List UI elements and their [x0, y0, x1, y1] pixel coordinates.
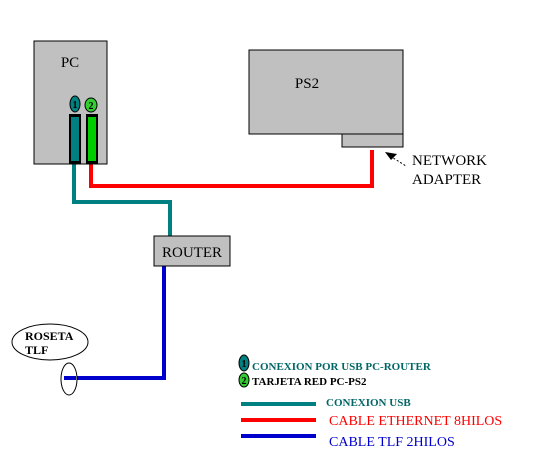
ethernet-cable-pc-ps2 [89, 150, 374, 188]
network-adapter-label: NETWORK ADAPTER [412, 153, 491, 188]
legend-usb-badge-icon [238, 354, 250, 372]
router-box: ROUTER [153, 235, 231, 267]
network-adapter-pointer [385, 152, 407, 167]
legend-usb-badge-number: 1 [242, 359, 247, 370]
roseta-label-line1: ROSETA [25, 329, 74, 343]
legend-item-lan-text: TARJETA RED PC-PS2 [252, 376, 367, 388]
ps2-label: PS2 [295, 76, 319, 92]
ps2-network-adapter [341, 133, 404, 148]
pc-box: PC 1 2 [33, 40, 108, 165]
legend-item-lan: 2 TARJETA RED PC-PS2 [238, 372, 367, 388]
lan-port-badge: 2 [84, 97, 98, 113]
arrow-icon [385, 152, 397, 160]
legend-line-ethernet-text: CABLE ETHERNET 8HILOS [329, 414, 502, 429]
usb-cable-pc-router [72, 163, 172, 238]
router-label: ROUTER [162, 245, 222, 261]
roseta-bubble: ROSETA TLF [11, 323, 89, 361]
legend: 1 CONEXION POR USB PC-ROUTER 2 TARJETA R… [238, 354, 502, 450]
legend-line-ethernet: CABLE ETHERNET 8HILOS [241, 414, 502, 429]
usb-port-badge: 1 [69, 95, 81, 113]
usb-port-badge-number: 1 [73, 100, 78, 111]
network-adapter-label-line2: ADAPTER [412, 172, 481, 188]
legend-lan-badge-number: 2 [242, 376, 247, 387]
legend-line-phone: CABLE TLF 2HILOS [241, 434, 455, 450]
lan-port-badge-number: 2 [89, 101, 94, 112]
legend-line-usb: CONEXION USB [241, 397, 411, 409]
legend-item-usb: 1 CONEXION POR USB PC-ROUTER [238, 354, 432, 373]
legend-lan-badge-icon [238, 372, 250, 388]
legend-line-phone-text: CABLE TLF 2HILOS [329, 435, 455, 450]
roseta-label: ROSETA TLF [25, 329, 76, 357]
legend-line-usb-text: CONEXION USB [326, 397, 411, 409]
pc-label: PC [61, 55, 79, 71]
network-adapter-label-line1: NETWORK [412, 153, 487, 169]
phone-cable-router-roseta [72, 266, 166, 380]
legend-item-usb-text: CONEXION POR USB PC-ROUTER [252, 361, 432, 373]
ps2-box: PS2 [248, 49, 404, 148]
roseta-label-line2: TLF [25, 343, 48, 357]
